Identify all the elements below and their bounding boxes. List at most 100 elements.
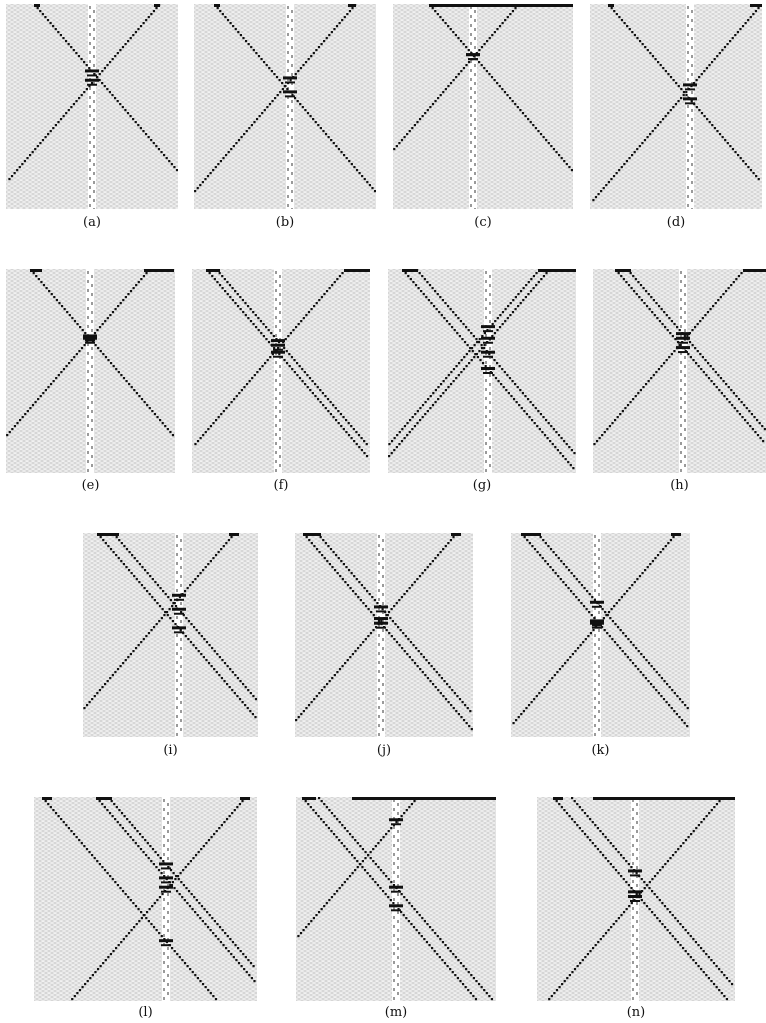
glider-dot-left	[653, 374, 655, 376]
glider-dot-right	[456, 332, 458, 334]
glider-dot-right	[481, 64, 483, 66]
glider-dot-right	[475, 980, 477, 982]
glider-dot-right	[713, 383, 715, 385]
glider-dot-right	[148, 857, 150, 859]
glider-dot-right	[327, 398, 329, 400]
glider-dot-right	[124, 830, 126, 832]
evolution-diagram	[194, 4, 376, 209]
glider-dot-right	[450, 28, 452, 30]
glider-dot-right	[391, 635, 393, 637]
glider-dot-right	[318, 797, 320, 799]
glider-dot-right	[199, 980, 201, 982]
glider-dot-right	[563, 440, 565, 442]
glider-dot-right	[207, 926, 209, 928]
glider-dot-right	[154, 413, 156, 415]
glider-dot-left	[639, 145, 641, 147]
glider-dot-right	[423, 938, 425, 940]
glider-dot-right	[557, 449, 559, 451]
glider-dot-right	[322, 404, 324, 406]
glider-dot-right	[639, 40, 641, 42]
glider-dot-right	[455, 314, 457, 316]
glider-dot-left	[540, 278, 542, 280]
glider-dot-left	[96, 692, 98, 694]
glider-dot-right	[49, 22, 51, 24]
stripe-dash	[279, 329, 281, 332]
stripe-dash	[632, 808, 634, 811]
evolution-diagram	[83, 533, 258, 737]
glider-dot-left	[605, 932, 607, 934]
glider-dot-left	[29, 154, 31, 156]
glider-dot-right	[689, 341, 691, 343]
glider-dot-right	[184, 962, 186, 964]
glider-dot-left	[623, 163, 625, 165]
stripe-dash	[489, 401, 491, 404]
glider-dot-left	[522, 299, 524, 301]
glider-dot-right	[602, 854, 604, 856]
glider-dot-left	[100, 965, 102, 967]
glider-dot-right	[125, 893, 127, 895]
glider-dot-right	[700, 368, 702, 370]
glider-dot-left	[614, 419, 616, 421]
glider-dot-left	[442, 91, 444, 93]
stripe-dash	[89, 51, 91, 54]
collision-mark	[389, 904, 403, 907]
stripe-dash	[163, 871, 165, 874]
glider-dot-right	[483, 67, 485, 69]
glider-dot-left	[295, 73, 297, 75]
glider-dot-left	[533, 698, 535, 700]
glider-dot-right	[291, 368, 293, 370]
glider-dot-left	[517, 4, 519, 6]
glider-dot-right	[222, 929, 224, 931]
glider-dot-right	[563, 563, 565, 565]
glider-dot-right	[234, 944, 236, 946]
glider-dot-right	[339, 821, 341, 823]
glider-dot-right	[495, 377, 497, 379]
glider-dot-left	[218, 551, 220, 553]
glider-dot-left	[145, 635, 147, 637]
glider-dot-right	[615, 848, 617, 850]
glider-dot-right	[133, 389, 135, 391]
glider-dot-right	[148, 136, 150, 138]
glider-dot-left	[243, 133, 245, 135]
glider-dot-right	[721, 392, 723, 394]
glider-dot-right	[390, 899, 392, 901]
glider-dot-right	[244, 704, 246, 706]
glider-dot-right	[555, 431, 557, 433]
stripe-dash	[163, 925, 165, 928]
glider-dot-right	[677, 920, 679, 922]
glider-dot-left	[19, 419, 21, 421]
glider-dot-left	[660, 365, 662, 367]
stripe-dash	[684, 464, 686, 467]
glider-dot-right	[342, 416, 344, 418]
glider-dot-left	[414, 581, 416, 583]
glider-dot-right	[449, 686, 451, 688]
stripe-dash	[382, 710, 384, 713]
glider-dot-right	[167, 614, 169, 616]
glider-dot-right	[574, 800, 576, 802]
glider-dot-right	[676, 713, 678, 715]
glider-dot-right	[744, 419, 746, 421]
glider-dot-right	[163, 154, 165, 156]
glider-dot-left	[411, 127, 413, 129]
stripe-dash	[397, 911, 399, 914]
stripe-dash	[275, 334, 277, 337]
glider-dot-right	[666, 908, 668, 910]
glider-dot-left	[14, 172, 16, 174]
glider-dot-right	[88, 851, 90, 853]
glider-dot-right	[371, 187, 373, 189]
stripe-dash	[470, 60, 472, 63]
glider-dot-right	[449, 968, 451, 970]
glider-dot-right	[232, 25, 234, 27]
glider-dot-left	[718, 800, 720, 802]
glider-dot-right	[229, 22, 231, 24]
glider-dot-left	[117, 305, 119, 307]
glider-dot-right	[140, 911, 142, 913]
glider-dot-right	[612, 620, 614, 622]
glider-dot-left	[107, 680, 109, 682]
stripe-dash	[180, 557, 182, 560]
glider-dot-right	[641, 299, 643, 301]
glider-dot-right	[224, 932, 226, 934]
glider-dot-right	[708, 977, 710, 979]
glider-dot-right	[725, 383, 727, 385]
glider-dot-right	[234, 302, 236, 304]
